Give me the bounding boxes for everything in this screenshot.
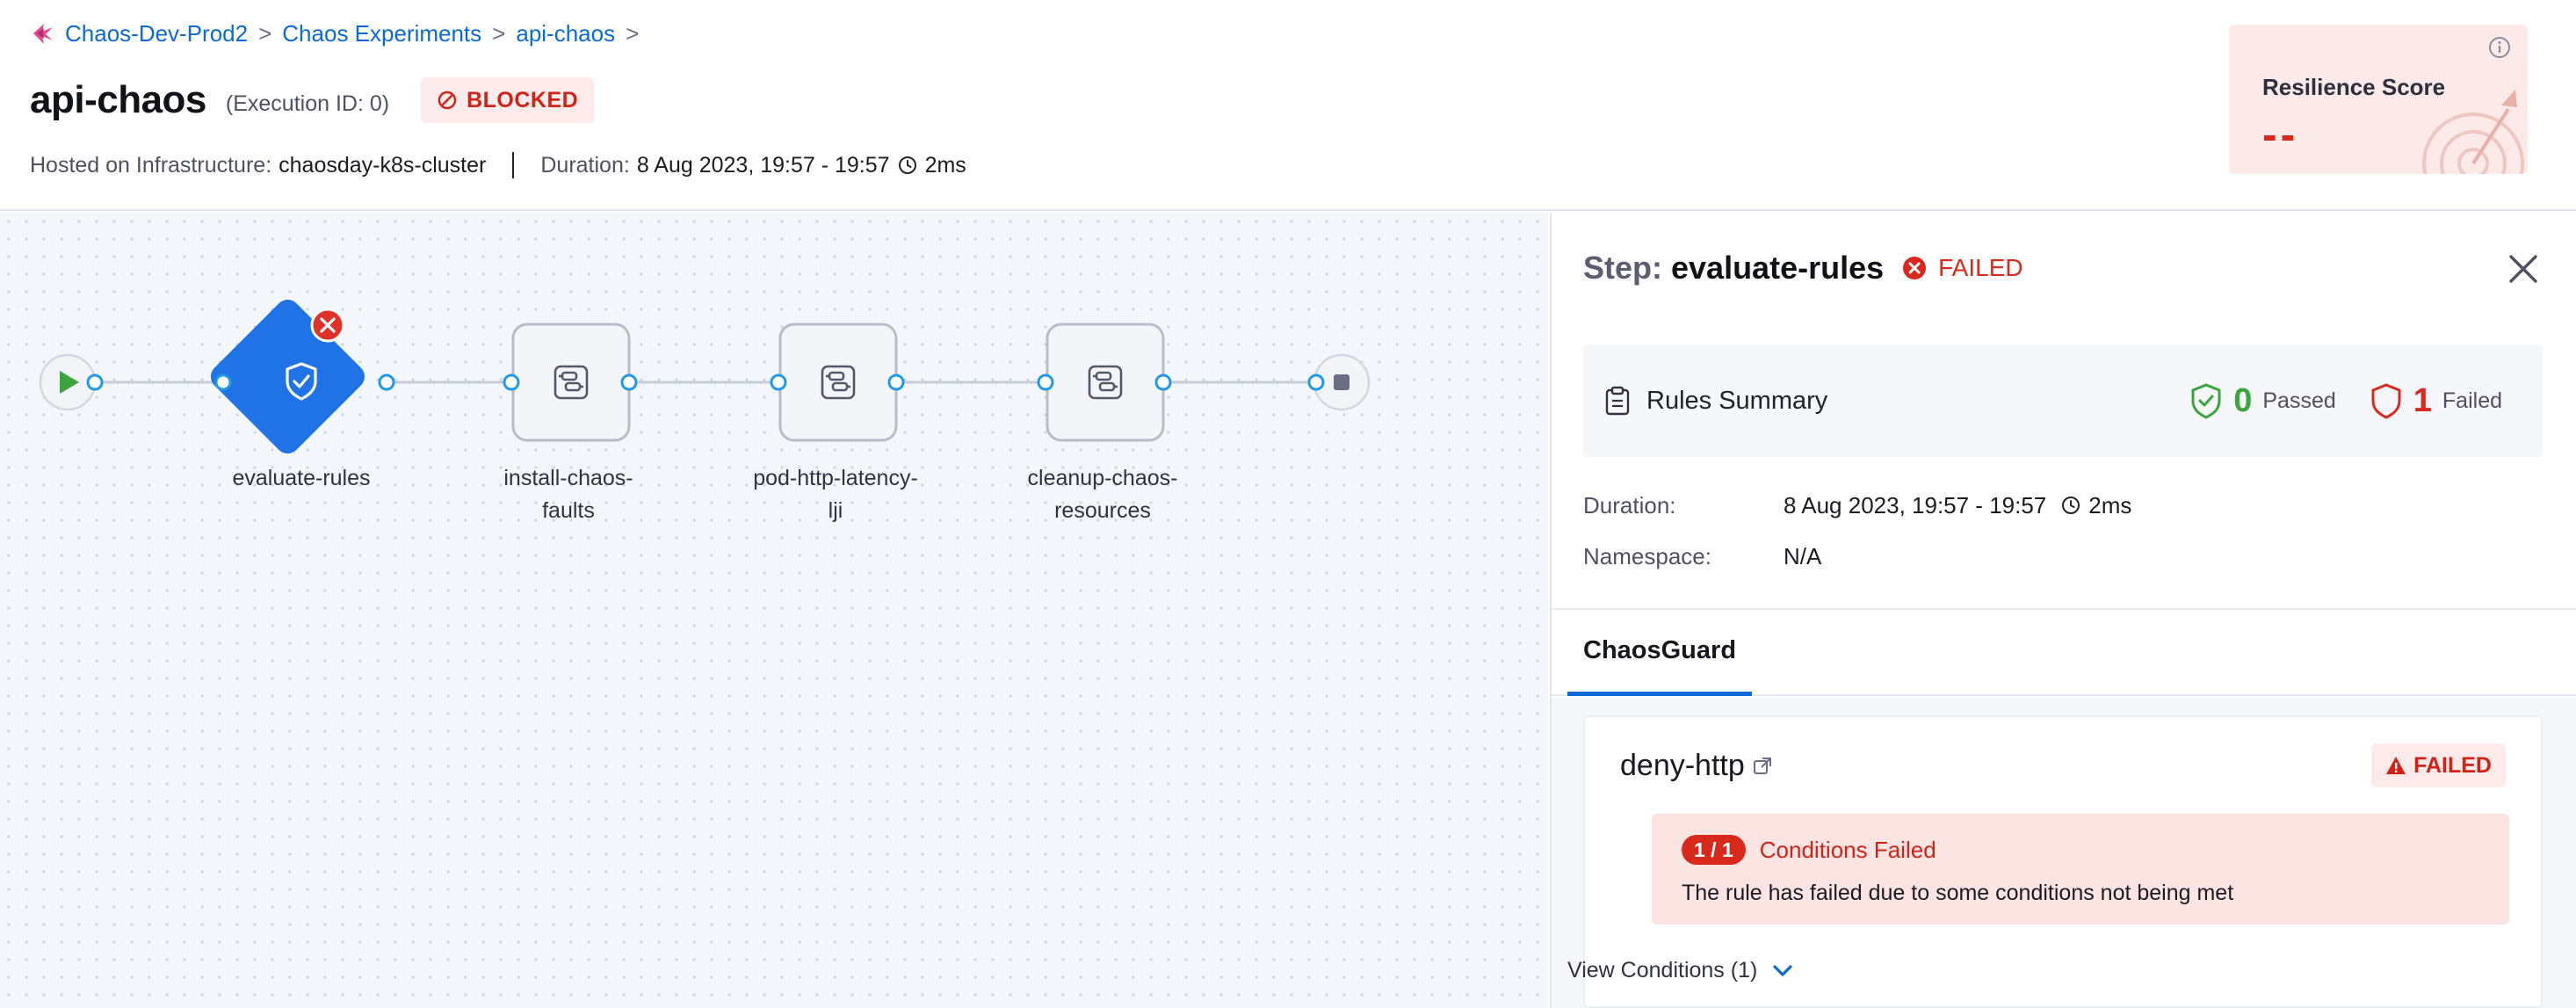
start-node[interactable] bbox=[39, 353, 97, 411]
detail-row-namespace: Namespace: N/A bbox=[1583, 540, 2131, 572]
node-label-install-chaos-faults: install-chaos- faults bbox=[503, 466, 633, 523]
rule-name[interactable]: deny-http bbox=[1620, 749, 1745, 782]
rule-results: deny-http FAILED 1 / 1 Conditions Failed bbox=[1552, 698, 2576, 1008]
cleanup-chaos-resources-node[interactable] bbox=[1046, 323, 1165, 442]
conditions-ratio-pill: 1 / 1 bbox=[1682, 835, 1746, 865]
error-circle-icon bbox=[1903, 257, 1927, 279]
duration-elapsed: 2ms bbox=[924, 152, 966, 178]
clipboard-icon bbox=[1605, 386, 1630, 416]
rule-status-label: FAILED bbox=[2413, 752, 2492, 778]
breadcrumb-separator: > bbox=[492, 19, 506, 47]
status-badge-label: BLOCKED bbox=[467, 87, 579, 112]
breadcrumb-separator: > bbox=[626, 19, 640, 47]
clock-icon bbox=[2062, 497, 2080, 514]
shield-check-icon bbox=[286, 362, 317, 401]
step-header: Step: evaluate-rules FAILED bbox=[1583, 246, 2023, 290]
conditions-failed-box: 1 / 1 Conditions Failed The rule has fai… bbox=[1652, 814, 2509, 925]
blocked-icon bbox=[438, 91, 457, 110]
step-name: evaluate-rules bbox=[1671, 250, 1885, 286]
end-node[interactable] bbox=[1313, 353, 1371, 411]
chaos-step-icon bbox=[821, 365, 856, 400]
error-badge-icon bbox=[310, 308, 345, 343]
node-label-cleanup-chaos-resources: cleanup-chaos- resources bbox=[1027, 466, 1178, 523]
pod-http-latency-node[interactable] bbox=[778, 323, 898, 442]
resilience-score-title: Resilience Score bbox=[2262, 74, 2446, 100]
shield-failed-icon bbox=[2371, 383, 2401, 419]
step-details-panel: Step: evaluate-rules FAILED Rules Summar… bbox=[1550, 213, 2576, 1008]
warning-icon bbox=[2386, 757, 2406, 774]
chaos-step-icon bbox=[554, 365, 589, 400]
failed-label: Failed bbox=[2442, 388, 2502, 413]
breadcrumb-chaos-experiments[interactable]: Chaos Experiments bbox=[282, 19, 482, 47]
play-icon bbox=[60, 371, 79, 394]
detail-namespace-label: Namespace: bbox=[1583, 542, 1711, 569]
panel-tabs: ChaosGuard bbox=[1552, 608, 2576, 696]
conditions-title: Conditions Failed bbox=[1759, 836, 1936, 863]
resilience-score-card: Resilience Score -- bbox=[2229, 25, 2528, 174]
rules-summary: Rules Summary 0 Passed 1 Failed bbox=[1583, 344, 2543, 457]
rules-summary-title: Rules Summary bbox=[1646, 386, 1828, 415]
execution-id: (Execution ID: 0) bbox=[225, 91, 390, 116]
passed-label: Passed bbox=[2262, 388, 2336, 413]
shield-passed-icon bbox=[2191, 383, 2221, 419]
node-label-pod-http-latency: pod-http-latency- lji bbox=[753, 466, 918, 523]
failed-count: 1 bbox=[2413, 381, 2432, 419]
meta-divider bbox=[512, 152, 515, 178]
step-prefix: Step: bbox=[1583, 250, 1662, 286]
infra-label: Hosted on Infrastructure: bbox=[30, 152, 272, 178]
chaos-step-icon bbox=[1088, 365, 1123, 400]
infra-value: chaosday-k8s-cluster bbox=[279, 152, 487, 178]
step-status-label: FAILED bbox=[1938, 254, 2023, 281]
breadcrumb-separator: > bbox=[258, 19, 272, 47]
breadcrumb-project[interactable]: Chaos-Dev-Prod2 bbox=[65, 19, 249, 47]
detail-duration-label: Duration: bbox=[1583, 491, 1676, 519]
rule-card: deny-http FAILED 1 / 1 Conditions Failed bbox=[1583, 715, 2543, 1008]
page-title: api-chaos bbox=[30, 78, 206, 121]
external-link-icon[interactable] bbox=[1752, 756, 1773, 777]
chaos-logo-icon bbox=[33, 24, 53, 44]
detail-namespace-value: N/A bbox=[1784, 542, 1822, 569]
evaluate-rules-node[interactable] bbox=[206, 294, 370, 459]
node-label-evaluate-rules: evaluate-rules bbox=[232, 466, 371, 490]
passed-count: 0 bbox=[2233, 381, 2253, 419]
stop-icon bbox=[1334, 374, 1350, 390]
status-badge: BLOCKED bbox=[421, 77, 595, 123]
tab-chaosguard[interactable]: ChaosGuard bbox=[1567, 610, 1753, 696]
detail-duration-elapsed: 2ms bbox=[2088, 491, 2132, 519]
pipeline-canvas[interactable]: evaluate-rules install-chaos- faults pod… bbox=[0, 213, 1548, 1008]
resilience-score-value: -- bbox=[2262, 110, 2299, 159]
duration-value: 8 Aug 2023, 19:57 - 19:57 bbox=[636, 152, 890, 178]
install-chaos-faults-node[interactable] bbox=[511, 323, 631, 442]
view-conditions-label: View Conditions (1) bbox=[1567, 957, 1758, 983]
clock-icon bbox=[898, 156, 916, 174]
connector-ports bbox=[86, 373, 1325, 391]
breadcrumb-experiment[interactable]: api-chaos bbox=[516, 19, 616, 47]
conditions-message: The rule has failed due to some conditio… bbox=[1682, 881, 2234, 905]
step-details: Duration: 8 Aug 2023, 19:57 - 19:57 2ms … bbox=[1583, 489, 2131, 591]
execution-meta: Hosted on Infrastructure: chaosday-k8s-c… bbox=[30, 149, 966, 181]
view-conditions-toggle[interactable]: View Conditions (1) bbox=[1567, 953, 1794, 988]
info-icon[interactable] bbox=[2487, 35, 2512, 60]
close-icon[interactable] bbox=[2506, 251, 2541, 286]
pipeline-graph bbox=[39, 294, 1371, 459]
step-status: FAILED bbox=[1901, 254, 2023, 282]
execution-header: Chaos-Dev-Prod2 > Chaos Experiments > ap… bbox=[0, 0, 2576, 211]
title-row: api-chaos (Execution ID: 0) BLOCKED bbox=[30, 74, 595, 127]
target-icon bbox=[2422, 90, 2524, 174]
breadcrumb: Chaos-Dev-Prod2 > Chaos Experiments > ap… bbox=[30, 18, 649, 49]
detail-duration-value: 8 Aug 2023, 19:57 - 19:57 bbox=[1784, 491, 2047, 519]
duration-label: Duration: bbox=[540, 152, 630, 178]
rule-status-badge: FAILED bbox=[2371, 743, 2506, 787]
chevron-down-icon bbox=[1773, 965, 1792, 976]
detail-row-duration: Duration: 8 Aug 2023, 19:57 - 19:57 2ms bbox=[1583, 489, 2131, 521]
